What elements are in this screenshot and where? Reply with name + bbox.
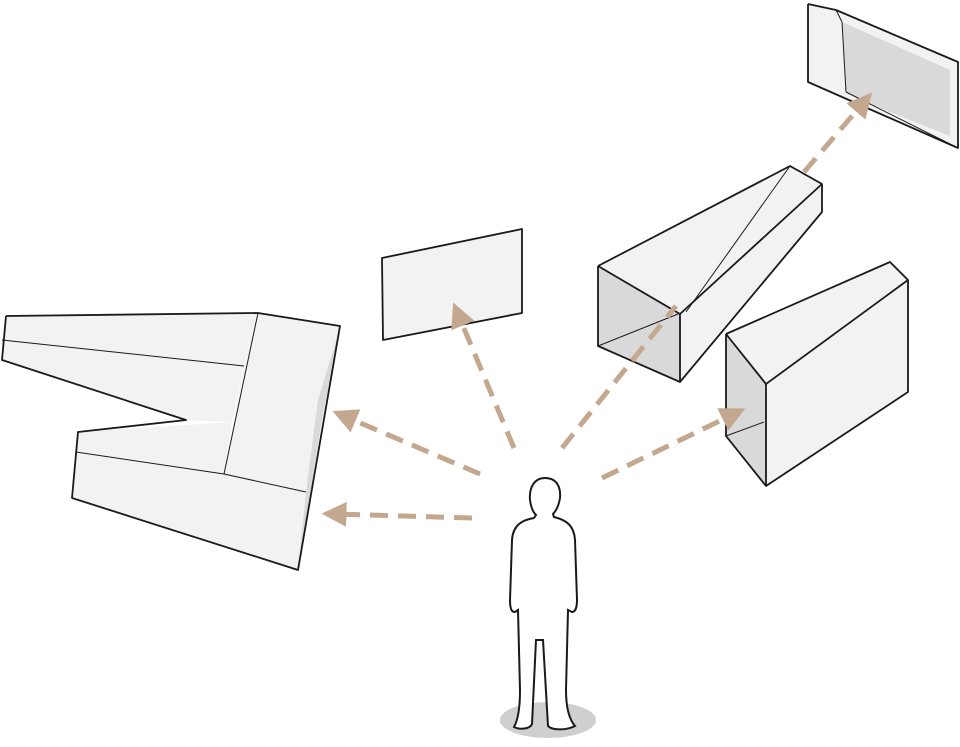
tube-diagonal (685, 165, 791, 313)
arrow-to-box (600, 408, 746, 481)
box-edge-2 (765, 279, 909, 385)
zigzag-lower-front (72, 422, 306, 570)
zigzag-crease-1 (1, 339, 245, 367)
zigzag-crease-4 (223, 473, 307, 493)
arrow-to-wall-upper (332, 409, 481, 477)
zigzag-upper-front (2, 340, 244, 422)
box-edge-1 (725, 333, 767, 385)
box-top-face (726, 262, 908, 384)
flat-panel (381, 228, 523, 341)
open-box-volume (725, 261, 909, 487)
frame-inner (842, 22, 950, 136)
box-front-face (766, 280, 908, 486)
frame-outline (807, 3, 959, 149)
tapered-tube (597, 165, 823, 383)
frame-bevel-2 (841, 21, 847, 93)
tube-edge-1 (597, 265, 681, 315)
arrow-to-panel (451, 302, 517, 449)
person-figure (508, 476, 579, 731)
tube-inner-line (597, 313, 679, 347)
zigzag-crease-2 (223, 312, 259, 475)
tube-top-face (598, 166, 822, 314)
arrow-into-tube (560, 304, 678, 450)
tube-edge-2 (679, 183, 823, 315)
person-silhouette (500, 476, 596, 738)
zigzag-crease-3 (75, 451, 225, 475)
tube-right-face (680, 184, 822, 382)
arrow-to-tube-frame (802, 92, 873, 174)
zigzag-wall-volume (1, 312, 341, 571)
tube-opening (598, 266, 680, 382)
arrow-to-wall-lower (321, 501, 473, 527)
wall-frame (807, 3, 959, 149)
zigzag-outline (1, 312, 341, 571)
frame-bevel-1 (835, 9, 843, 23)
zigzag-right-face (224, 313, 340, 492)
